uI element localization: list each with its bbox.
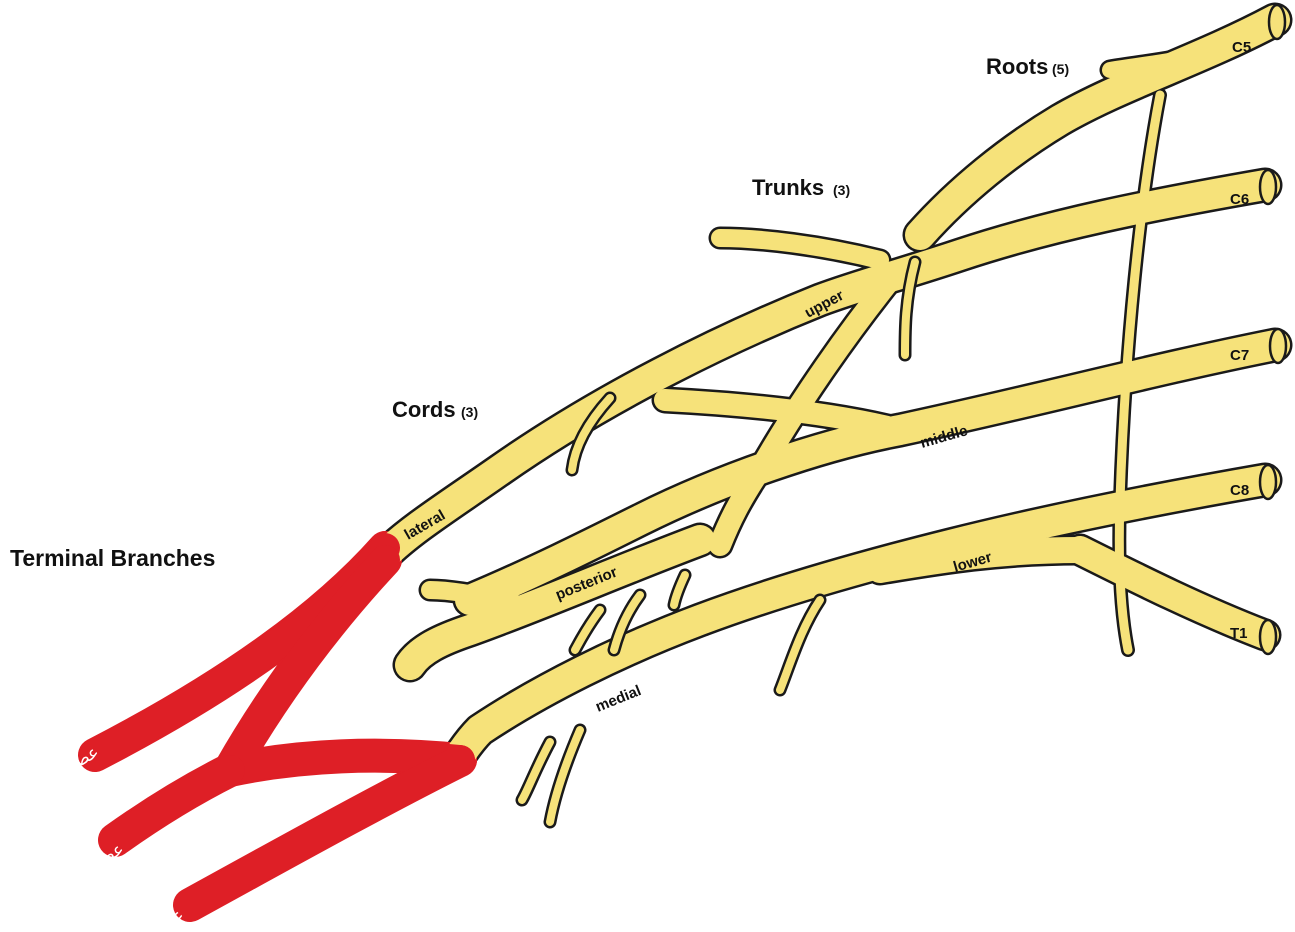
root-label-c8: C8 (1230, 482, 1249, 499)
heading-roots: Roots (986, 54, 1048, 79)
nerve-root-t1 (1080, 550, 1265, 635)
cap-t1 (1260, 620, 1276, 654)
cap-c8 (1260, 465, 1276, 499)
root-label-c5: C5 (1232, 39, 1251, 56)
heading-cords-count: (3) (461, 404, 478, 420)
root-label-c6: C6 (1230, 191, 1249, 208)
stub-posterior-1 (575, 610, 600, 650)
cord-label-medial: medial (593, 682, 643, 716)
terminal-label-musculocutaneous: عصب عضلي جلدي (0, 742, 102, 827)
heading-terminal-branches: Terminal Branches (10, 545, 215, 571)
nerve-root-c8 (460, 480, 1265, 755)
nerve-fills (95, 20, 1275, 905)
nerve-root-c8-outline (460, 480, 1265, 755)
heading-roots-count: (5) (1052, 61, 1069, 77)
cap-c5 (1269, 5, 1285, 39)
heading-trunks: Trunks (752, 175, 824, 200)
cap-c7 (1270, 329, 1286, 363)
heading-cords: Cords (392, 397, 456, 422)
root-label-t1: T1 (1230, 625, 1248, 642)
heading-trunks-count: (3) (833, 182, 850, 198)
stub-medial-1 (780, 600, 820, 690)
terminal-label-median: عصب ناصف (40, 839, 127, 901)
stub-medial-2 (522, 742, 550, 800)
terminal-nerve-median-distal (115, 770, 230, 840)
terminal-label-ulnar: عصب زندي (105, 905, 187, 932)
cap-c6 (1260, 170, 1276, 204)
root-label-c7: C7 (1230, 347, 1249, 364)
